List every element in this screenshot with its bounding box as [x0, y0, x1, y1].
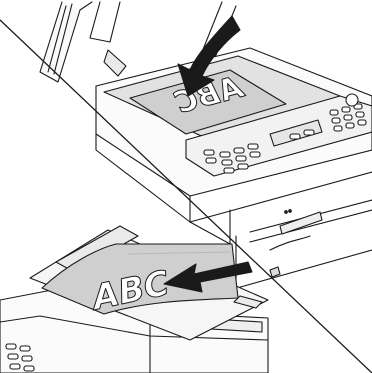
power-indicator	[270, 267, 280, 277]
adf-scene: ABC	[0, 226, 268, 373]
